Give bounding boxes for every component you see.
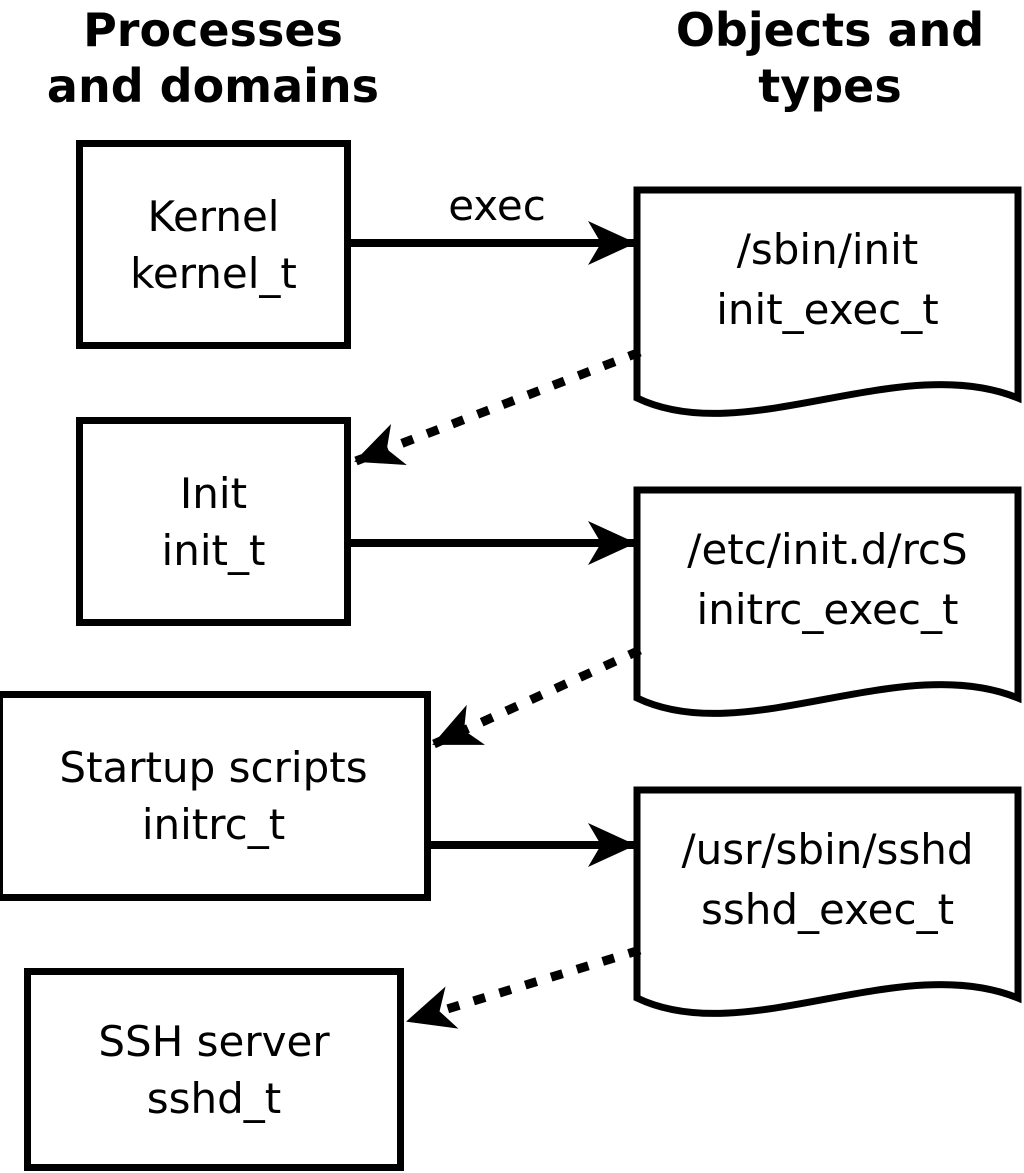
object-file-type: initrc_exec_t — [696, 585, 959, 634]
process-box-init: Init init_t — [76, 417, 351, 626]
column-header-objects-line2: types — [758, 59, 902, 113]
object-path: /usr/sbin/sshd — [681, 825, 974, 874]
column-header-processes-line1: Processes — [83, 3, 343, 57]
column-header-processes-line2: and domains — [46, 59, 380, 113]
process-domain-type: initrc_t — [141, 800, 286, 849]
object-label-usr-sbin-sshd: /usr/sbin/sshd sshd_exec_t — [640, 820, 1015, 940]
object-label-etc-initd-rcs: /etc/init.d/rcS initrc_exec_t — [640, 520, 1015, 640]
process-name: Kernel — [147, 191, 280, 241]
process-name: Startup scripts — [59, 743, 368, 792]
transition-arrow-rcs-to-initrc-domain — [432, 645, 642, 749]
exec-arrow-label: exec — [448, 181, 546, 230]
transition-arrow-sbin-init-to-init-domain — [354, 347, 642, 466]
process-name: Init — [179, 468, 248, 518]
object-file-type: init_exec_t — [716, 285, 939, 334]
column-header-processes: Processes and domains — [38, 2, 388, 114]
process-domain-type: kernel_t — [130, 248, 297, 298]
object-file-type: sshd_exec_t — [700, 885, 955, 934]
process-box-kernel: Kernel kernel_t — [76, 140, 351, 349]
object-path: /sbin/init — [736, 225, 919, 274]
object-path: /etc/init.d/rcS — [687, 525, 968, 574]
column-header-objects: Objects and types — [650, 2, 1010, 114]
process-box-ssh-server: SSH server sshd_t — [24, 968, 404, 1171]
process-box-startup-scripts: Startup scripts initrc_t — [0, 691, 431, 901]
process-name: SSH server — [98, 1016, 330, 1066]
column-header-objects-line1: Objects and — [675, 3, 985, 57]
transition-arrow-sshd-to-sshd-domain — [406, 945, 642, 1029]
object-label-sbin-init: /sbin/init init_exec_t — [640, 220, 1015, 340]
process-domain-type: init_t — [161, 525, 266, 575]
process-domain-type: sshd_t — [146, 1073, 282, 1123]
